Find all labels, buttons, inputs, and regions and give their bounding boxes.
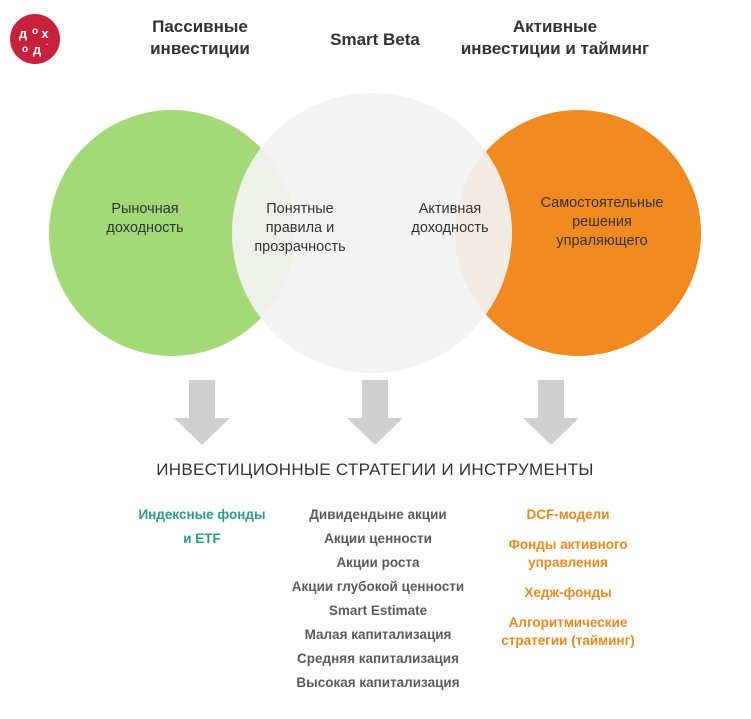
header-active-line1: Активные (512, 17, 598, 36)
circle-smart-beta (232, 93, 512, 373)
circle-active (455, 110, 701, 356)
svg-text:д: д (19, 26, 28, 41)
header-passive: Пассивные инвестиции (120, 16, 280, 60)
list-item: Индексные фонды (138, 507, 266, 522)
circle-passive (49, 110, 295, 356)
svg-text:о: о (32, 26, 38, 37)
list-item: Акции ценности (324, 531, 432, 546)
label-active-return: Активная доходность (411, 201, 489, 236)
header-active-line2: инвестиции и тайминг (460, 39, 650, 58)
svg-text:о: о (22, 44, 28, 55)
list-item: Фонды активного управления (508, 537, 628, 570)
header-active: Активные инвестиции и тайминг (430, 16, 680, 60)
svg-text:д: д (33, 42, 42, 57)
section-title: ИНВЕСТИЦИОННЫЕ СТРАТЕГИИ И ИНСТРУМЕНТЫ (156, 460, 594, 479)
list-item: Дивидендыне акции (309, 507, 447, 522)
column-smart-beta: Дивидендыне акции Акции ценности Акции р… (270, 506, 486, 698)
label-clear-rules: Понятные правила и прозрачность (254, 201, 346, 255)
header-passive-line1: Пассивные (152, 17, 248, 36)
logo: д о х о д ` (10, 14, 60, 64)
label-manager-decisions: Самостоятельные решения упраляющего (540, 195, 664, 249)
svg-text:`: ` (46, 43, 49, 52)
list-item: Акции глубокой ценности (291, 579, 465, 594)
list-item: Акции роста (336, 555, 420, 570)
column-passive: Индексные фонды и ETF (120, 506, 284, 554)
venn-diagram (49, 93, 701, 445)
list-item: Малая капитализация (304, 627, 452, 642)
list-item: Хедж-фонды (524, 585, 612, 600)
list-item: Высокая капитализация (296, 675, 460, 690)
svg-text:х: х (41, 26, 49, 41)
arrow-down-middle (347, 380, 403, 445)
arrow-down-left (174, 380, 230, 445)
label-market-return: Рыночная доходность (106, 201, 184, 236)
arrow-down-right (523, 380, 579, 445)
list-item: и ETF (183, 531, 221, 546)
list-item: Smart Estimate (328, 603, 428, 618)
list-item: Алгоритмические стратегии (тайминг) (501, 615, 635, 648)
column-active: DCF-модели Фонды активного управления Хе… (488, 506, 648, 656)
header-smart-beta: Smart Beta (330, 30, 420, 49)
header-passive-line2: инвестиции (150, 39, 250, 58)
logo-icon: д о х о д ` (10, 14, 60, 64)
list-item: DCF-модели (526, 507, 610, 522)
list-item: Средняя капитализация (297, 651, 459, 666)
